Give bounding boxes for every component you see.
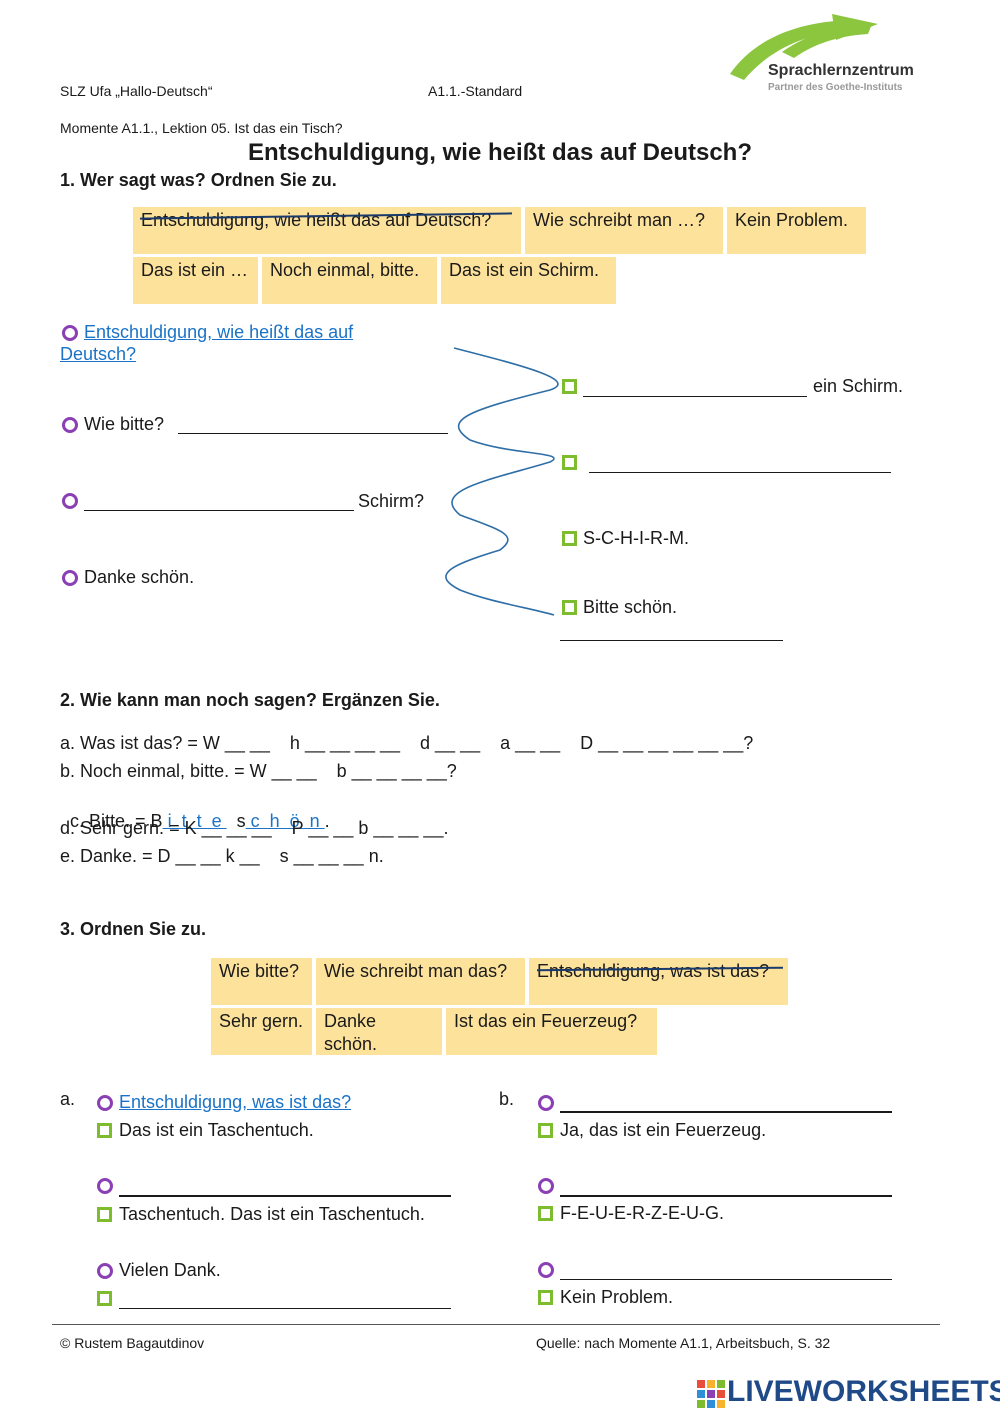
task2-line-c-end: . [324, 811, 330, 831]
task1-heading: 1. Wer sagt was? Ordnen Sie zu. [60, 170, 337, 190]
task1-line2: Wie bitte? [84, 414, 165, 434]
dialog-b-line6: Kein Problem. [560, 1287, 674, 1307]
task3-answer[interactable]: Entschuldigung, was ist das? [119, 1092, 352, 1112]
speaker-b-square-icon [562, 600, 577, 615]
task2-line-c-mid: s [226, 811, 246, 831]
word-box: Das ist ein … [133, 257, 258, 304]
answer-blank[interactable] [84, 510, 354, 511]
speaker-a-circle-icon [538, 1262, 554, 1278]
speaker-a-circle-icon [97, 1263, 113, 1279]
speaker-a-circle-icon [62, 417, 78, 433]
lesson-line: Momente A1.1., Lektion 05. Ist das ein T… [60, 120, 343, 136]
dialog-a-line2: Das ist ein Taschentuch. [119, 1120, 314, 1140]
logo-subtitle: Partner des Goethe-Instituts [768, 82, 903, 93]
answer-blank[interactable] [178, 433, 448, 434]
word-box: Danke schön. [316, 1008, 442, 1055]
word-box: Entschuldigung, was ist das? [529, 958, 788, 1005]
dialog-b-line4: F-E-U-E-R-Z-E-U-G. [560, 1203, 724, 1223]
dialog-a-line5: Vielen Dank. [119, 1260, 221, 1280]
dialog-b-label: b. [499, 1089, 515, 1109]
task2-line-c[interactable]: c. Bitte. = B i t t e s c h ö n . [60, 788, 330, 832]
task1-right-line1: ein Schirm. [813, 376, 904, 396]
task1-line4: Danke schön. [84, 567, 195, 587]
task2-line-a[interactable]: a. Was ist das? = W __ __ h __ __ __ __ … [60, 733, 754, 753]
task2-line-d[interactable]: d. Sehr gern. = K __ __ __ P __ __ b __ … [60, 818, 449, 838]
footer-author: © Rustem Bagautdinov [60, 1335, 205, 1351]
task1-right-line4: Bitte schön. [583, 597, 678, 617]
footer-divider [52, 1324, 940, 1325]
task2-line-e[interactable]: e. Danke. = D __ __ k __ s __ __ __ n. [60, 846, 384, 866]
speaker-a-circle-icon [538, 1095, 554, 1111]
task1-line3: Schirm? [358, 491, 425, 511]
word-box: Kein Problem. [727, 207, 866, 254]
task2-line-c-prefix: c. Bitte. = B [70, 811, 163, 831]
task2-line-b[interactable]: b. Noch einmal, bitte. = W __ __ b __ __… [60, 761, 457, 781]
dialog-b-line2: Ja, das ist ein Feuerzeug. [560, 1120, 767, 1140]
speaker-a-circle-icon [62, 493, 78, 509]
speaker-b-square-icon [562, 455, 577, 470]
task1-right-line3: S-C-H-I-R-M. [583, 528, 689, 548]
speaker-b-square-icon [562, 379, 577, 394]
word-box: Wie bitte? [211, 958, 312, 1005]
speaker-a-circle-icon [62, 570, 78, 586]
word-box: Das ist ein Schirm. [441, 257, 616, 304]
word-box: Wie schreibt man …? [525, 207, 723, 254]
page-title: Entschuldigung, wie heißt das auf Deutsc… [247, 139, 753, 166]
speaker-b-square-icon [538, 1290, 553, 1305]
speaker-b-square-icon [97, 1207, 112, 1222]
header-school: SLZ Ufa „Hallo-Deutsch“ [60, 83, 213, 99]
task2-heading: 2. Wie kann man noch sagen? Ergänzen Sie… [60, 690, 440, 710]
speaker-b-square-icon [538, 1206, 553, 1221]
liveworksheets-brand[interactable]: LIVEWORKSHEETS [727, 1375, 1000, 1408]
task1-answer[interactable]: Entschuldigung, wie heißt das auf Deutsc… [60, 322, 354, 364]
connector-line [445, 347, 559, 616]
answer-blank[interactable] [560, 1111, 892, 1113]
answer-blank[interactable] [119, 1195, 451, 1197]
answer-blank[interactable] [560, 640, 783, 641]
speaker-b-square-icon [538, 1123, 553, 1138]
word-box: Sehr gern. [211, 1008, 312, 1055]
task3-heading: 3. Ordnen Sie zu. [60, 919, 207, 939]
footer-source: Quelle: nach Momente A1.1, Arbeitsbuch, … [536, 1335, 831, 1351]
answer-blank[interactable] [583, 396, 807, 397]
speaker-a-circle-icon [97, 1178, 113, 1194]
word-box: Wie schreibt man das? [316, 958, 525, 1005]
task2-fill[interactable]: c h ö n [245, 811, 325, 831]
answer-blank[interactable] [589, 472, 891, 473]
answer-blank[interactable] [560, 1195, 892, 1197]
speaker-a-circle-icon [62, 325, 78, 341]
logo-name: Sprachlernzentrum [768, 62, 914, 79]
dialog-a-line4: Taschentuch. Das ist ein Taschentuch. [119, 1204, 425, 1224]
speaker-b-square-icon [562, 531, 577, 546]
word-box: Ist das ein Feuerzeug? [446, 1008, 657, 1055]
dialog-a-label: a. [60, 1089, 76, 1109]
header-level: A1.1.-Standard [428, 83, 523, 99]
speaker-a-circle-icon [538, 1178, 554, 1194]
word-box: Noch einmal, bitte. [262, 257, 437, 304]
speaker-b-square-icon [97, 1123, 112, 1138]
task2-fill[interactable]: i t t e [162, 811, 227, 831]
answer-blank[interactable] [119, 1308, 451, 1309]
liveworksheets-logo-icon [697, 1380, 725, 1408]
sprachlernzentrum-logo-icon [730, 14, 878, 80]
speaker-a-circle-icon [97, 1095, 113, 1111]
answer-blank[interactable] [560, 1279, 892, 1280]
speaker-b-square-icon [97, 1291, 112, 1306]
